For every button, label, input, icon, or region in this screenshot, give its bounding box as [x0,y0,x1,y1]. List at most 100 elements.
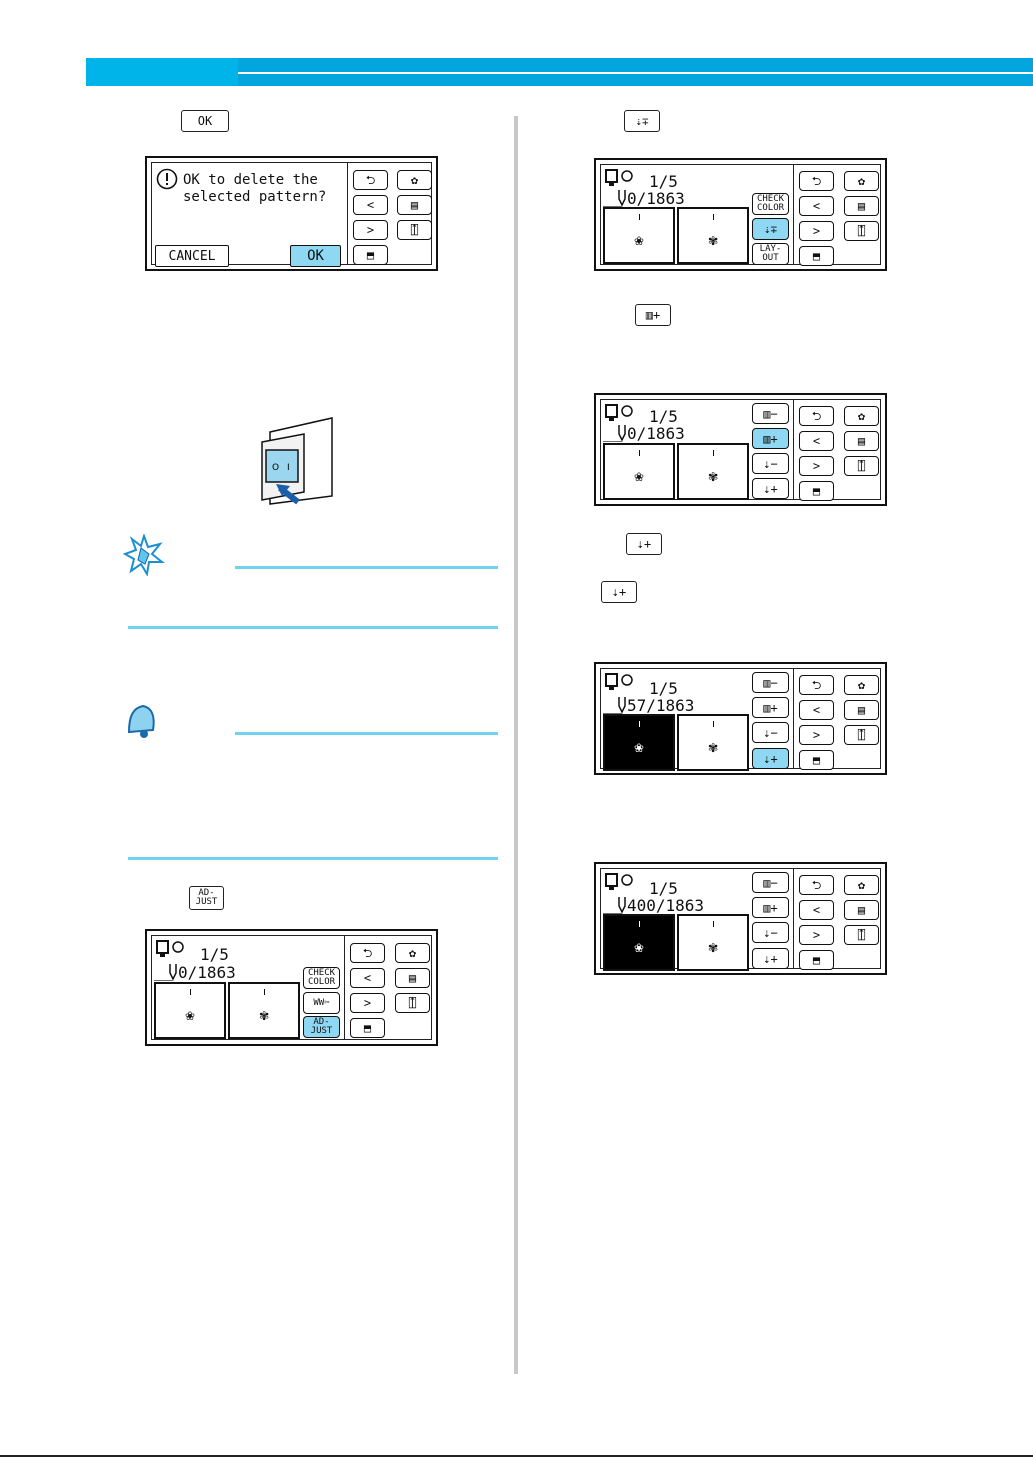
color-minus-button[interactable]: ▥− [752,403,789,424]
back-button[interactable]: ⮌ [353,170,388,190]
pattern-thumb-1[interactable]: ❀ [154,982,226,1039]
trial-button[interactable]: ⬒ [350,1018,385,1038]
embroidery-button[interactable]: ✿ [397,170,432,190]
pattern-thumb-2[interactable]: ✾ [677,914,749,971]
memory-button[interactable]: ▤ [844,900,879,920]
page-counter: 1/5 [649,879,678,898]
stitch-minus-button[interactable]: ⇣− [752,922,789,943]
trial-icon: ⬒ [366,248,375,262]
stitch-plus-button[interactable]: ⇣+ [752,748,789,769]
pattern-thumb-1-active[interactable]: ❀ [603,714,675,771]
pocket-button[interactable]: ⍐ [395,993,430,1013]
pocket-button[interactable]: ⍐ [844,456,879,476]
pattern-thumb-2[interactable]: ✾ [228,982,300,1039]
back-button[interactable]: ⮌ [350,943,385,963]
header-bar [86,58,1033,86]
stitch-trim-button[interactable]: WW✂ [303,992,340,1014]
back-button[interactable]: ⮌ [799,406,834,426]
check-color-button[interactable]: CHECK COLOR [303,967,340,989]
back-button[interactable]: ⮌ [799,675,834,695]
pattern-rose-icon: ✾ [708,466,718,485]
stitch-plus-button[interactable]: ⇣+ [752,478,789,499]
next-icon: > [812,928,821,942]
stitch-prefix: __ [603,188,623,207]
trial-button[interactable]: ⬒ [799,950,834,970]
stitch-minus-button[interactable]: ⇣− [752,453,789,474]
prev-button[interactable]: < [799,431,834,451]
memory-button[interactable]: ▤ [844,196,879,216]
pattern-flower-icon: ❀ [634,466,644,485]
adjust-button[interactable]: AD- JUST [303,1016,340,1038]
needle-minus-icon: ⇣− [763,725,778,740]
embroidery-icon: ✿ [857,878,866,892]
trial-icon: ⬒ [363,1021,372,1035]
prev-icon: < [812,903,821,917]
next-icon: > [366,223,375,237]
next-button[interactable]: > [353,220,388,240]
embroidery-button[interactable]: ✿ [844,406,879,426]
embroidery-button[interactable]: ✿ [844,171,879,191]
memory-button[interactable]: ▤ [844,431,879,451]
switch-off-label: O [272,463,279,473]
next-button[interactable]: > [350,993,385,1013]
trial-button[interactable]: ⬒ [353,245,388,265]
stitch-plus-button[interactable]: ⇣+ [752,948,789,969]
memory-icon: ▤ [408,971,417,985]
next-button[interactable]: > [799,456,834,476]
delete-dialog-screen: OK to delete the selected pattern? CANCE… [145,156,438,271]
color-plus-button[interactable]: ▥+ [752,697,789,718]
needle-step-button[interactable]: ⇣∓ [752,218,789,240]
pocket-button[interactable]: ⍐ [844,725,879,745]
pattern-thumb-2[interactable]: ✾ [677,207,749,264]
memo-rule-top [235,566,498,569]
note-rule-top [235,732,498,735]
embroidery-button[interactable]: ✿ [844,875,879,895]
pocket-button[interactable]: ⍐ [844,925,879,945]
trial-button[interactable]: ⬒ [799,481,834,501]
prev-button[interactable]: < [350,968,385,988]
back-button[interactable]: ⮌ [799,171,834,191]
pattern-thumb-1[interactable]: ❀ [603,443,675,500]
layout-button[interactable]: LAY- OUT [752,243,789,265]
color-plus-button[interactable]: ▥+ [752,428,789,449]
check-color-button[interactable]: CHECK COLOR [752,193,789,215]
stitch-prefix: __ [603,423,623,442]
prev-button[interactable]: < [353,195,388,215]
embroidery-button[interactable]: ✿ [395,943,430,963]
color-minus-button[interactable]: ▥− [752,872,789,893]
prev-icon: < [812,434,821,448]
next-button[interactable]: > [799,925,834,945]
prev-button[interactable]: < [799,196,834,216]
stitch-minus-button[interactable]: ⇣− [752,722,789,743]
ok-button[interactable]: OK [290,245,341,267]
next-button[interactable]: > [799,221,834,241]
trial-button[interactable]: ⬒ [799,750,834,770]
pocket-button[interactable]: ⍐ [844,221,879,241]
frame-icon [605,169,633,186]
ok-key-icon: OK [181,110,229,132]
footer-line [0,1455,1033,1457]
pattern-thumb-1-active[interactable]: ❀ [603,914,675,971]
memory-button[interactable]: ▤ [844,700,879,720]
color-plus-glyph: ▥+ [645,308,661,322]
pocket-button[interactable]: ⍐ [397,220,432,240]
memo-rule-bottom [128,626,498,629]
memory-button[interactable]: ▤ [397,195,432,215]
trial-icon: ⬒ [812,753,821,767]
cancel-button[interactable]: CANCEL [155,245,229,267]
trial-button[interactable]: ⬒ [799,246,834,266]
pattern-thumb-1[interactable]: ❀ [603,207,675,264]
memory-button[interactable]: ▤ [395,968,430,988]
prev-button[interactable]: < [799,900,834,920]
embroidery-button[interactable]: ✿ [844,675,879,695]
next-button[interactable]: > [799,725,834,745]
color-minus-button[interactable]: ▥− [752,672,789,693]
stitch-counter: 0/1863 [178,963,236,982]
back-button[interactable]: ⮌ [799,875,834,895]
pattern-thumb-2[interactable]: ✾ [677,443,749,500]
color-plus-button[interactable]: ▥+ [752,897,789,918]
pattern-thumb-2[interactable]: ✾ [677,714,749,771]
prev-button[interactable]: < [799,700,834,720]
embroidery-icon: ✿ [857,409,866,423]
page-counter: 1/5 [649,172,678,191]
